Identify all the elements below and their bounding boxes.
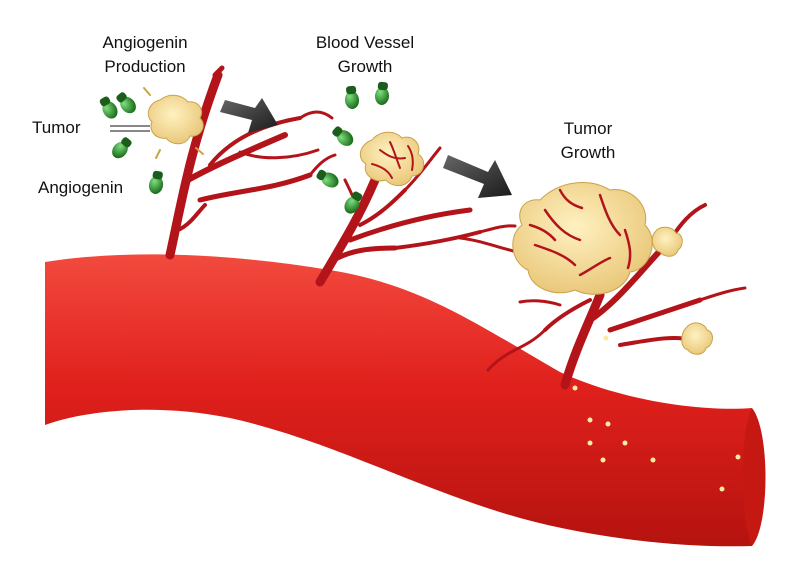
angiogenin-molecule-icon [316,169,339,188]
angiogenin-molecule-icon [344,85,360,109]
angiogenin-molecule-icon [374,81,390,105]
angiogenin-molecules [99,81,390,214]
label-tumor-growth-line-1: Tumor [564,119,613,138]
tumor-burst-lines [143,87,204,159]
angiogenin-molecule-icon [112,137,132,159]
angiogenin-molecule-icon [148,170,164,194]
angiogenin-molecule-icon [99,96,118,119]
circulating-tumor-cells [572,335,741,492]
angiogenin-molecule-icon [332,126,354,146]
arrow-right-down-icon [443,155,512,198]
label-tumor: Tumor [32,118,81,137]
vessel-branches-stage-3 [458,203,747,390]
arrow-right-down-icon [220,98,278,133]
main-blood-vessel [45,254,752,547]
label-angiogenin: Angiogenin [38,178,123,197]
tumor-stage-1 [110,94,204,145]
label-angiogenin-production-line-1: Angiogenin [102,33,187,52]
label-angiogenin-production-line-2: Production [104,57,185,76]
satellite-tumor-2 [681,322,713,355]
satellite-tumor-1 [651,226,683,257]
label-tumor-growth-line-2: Growth [561,143,616,162]
vessel-branches-stage-2 [315,146,517,287]
vessel-end-cap [743,408,766,546]
label-blood-vessel-growth-line-2: Growth [338,57,393,76]
tumor-stage-3 [512,182,653,295]
tumor-stage-2 [359,131,425,186]
angiogenin-molecule-icon [344,191,363,214]
label-blood-vessel-growth-line-1: Blood Vessel [316,33,414,52]
angiogenin-molecule-icon [116,92,136,114]
vessel-branches-stage-1 [165,65,337,260]
